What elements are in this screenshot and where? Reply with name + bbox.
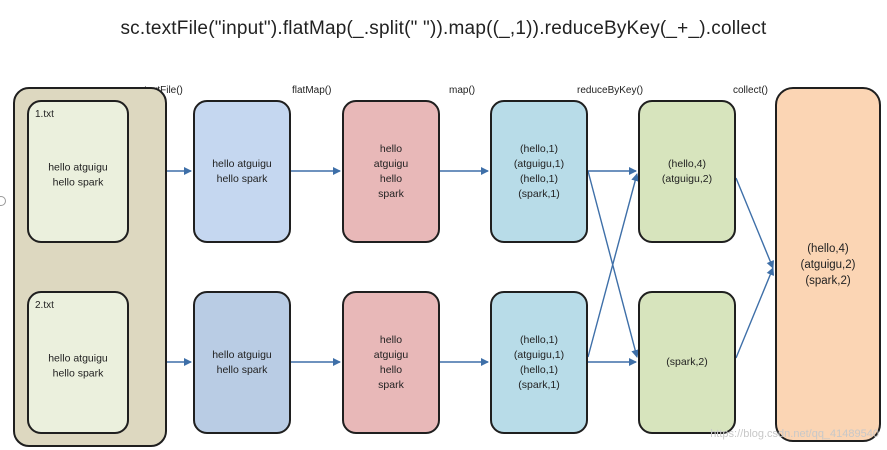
file-line: hello atguigu (48, 161, 108, 174)
rdd-line: (atguigu,1) (513, 348, 565, 361)
file-box-2: 2.txt hello atguigu hello spark (27, 291, 129, 434)
rdd-line: hello (379, 172, 403, 185)
rdd-line: (spark,1) (518, 378, 560, 391)
arrow-reduce2-collect (735, 267, 775, 359)
file-line: hello spark (52, 176, 104, 189)
page-title: sc.textFile("input").flatMap(_.split(" "… (120, 18, 767, 39)
rdd-line: (hello,4) (668, 157, 706, 170)
textfile-box-1: hello atguigu hello spark (193, 100, 291, 243)
rdd-line: hello (379, 142, 403, 155)
stage-label-collect: collect() (733, 85, 769, 96)
textfile-box-2: hello atguigu hello spark (193, 291, 291, 434)
result-line: (hello,4) (807, 242, 849, 255)
file-line: hello atguigu (48, 352, 108, 365)
rdd-line: (atguigu,1) (513, 157, 565, 170)
flatmap-box-1: hello atguigu hello spark (342, 100, 440, 243)
rdd-line: (hello,1) (520, 363, 558, 376)
flatmap-box-2: hello atguigu hello spark (342, 291, 440, 434)
file-name-1: 1.txt (35, 109, 54, 120)
file-name-2: 2.txt (35, 300, 54, 311)
file-line: hello spark (52, 367, 104, 380)
rdd-line: hello atguigu (212, 348, 272, 361)
stage-label-reducebykey: reduceByKey() (577, 85, 644, 96)
rdd-line: (spark,2) (666, 356, 708, 368)
stage-label-textfile: textFile() (144, 85, 183, 96)
map-box-2: (hello,1) (atguigu,1) (hello,1) (spark,1… (490, 291, 588, 434)
stage-label-flatmap: flatMap() (292, 85, 332, 96)
rdd-line: (spark,1) (518, 187, 560, 200)
map-box-1: (hello,1) (atguigu,1) (hello,1) (spark,1… (490, 100, 588, 243)
rdd-line: atguigu (373, 157, 409, 170)
rdd-line: hello atguigu (212, 157, 272, 170)
reduce-box-1: (hello,4) (atguigu,2) (638, 100, 736, 243)
rdd-line: spark (378, 378, 404, 391)
file-box-1: 1.txt hello atguigu hello spark (27, 100, 129, 243)
stage-label-map: map() (449, 85, 476, 96)
rdd-line: atguigu (373, 348, 409, 361)
rdd-line: hello (379, 333, 403, 346)
collect-box: (hello,4) (atguigu,2) (spark,2) (775, 87, 881, 442)
rdd-line: hello spark (216, 363, 268, 376)
resize-handle[interactable] (0, 196, 6, 206)
reduce-box-2: (spark,2) (638, 291, 736, 434)
rdd-line: (hello,1) (520, 333, 558, 346)
arrow-reduce1-collect (735, 177, 775, 269)
rdd-line: spark (378, 187, 404, 200)
rdd-line: (atguigu,2) (661, 172, 713, 185)
rdd-line: hello (379, 363, 403, 376)
rdd-line: hello spark (216, 172, 268, 185)
rdd-line: (hello,1) (520, 142, 558, 155)
arrow-map2-reduce1 (587, 173, 640, 358)
rdd-line: (hello,1) (520, 172, 558, 185)
result-line: (atguigu,2) (800, 258, 856, 271)
watermark: https://blog.csdn.net/qq_41489540 (710, 428, 879, 440)
result-line: (spark,2) (805, 274, 851, 287)
